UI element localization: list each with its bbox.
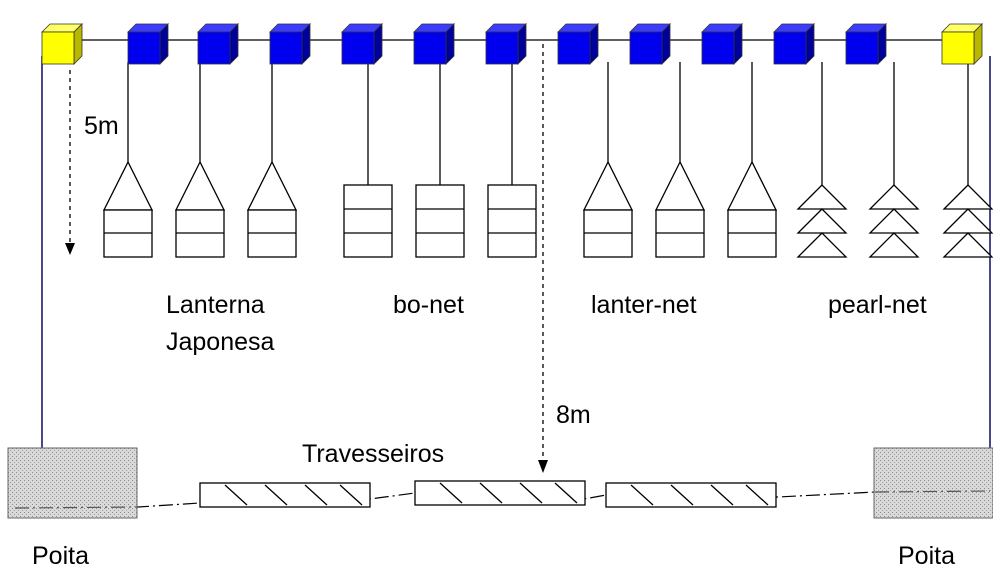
depth-label-5m: 5m: [84, 112, 119, 140]
depth-arrow-8m: [538, 44, 548, 473]
poita-label-left: Poita: [32, 542, 89, 570]
travesseiro: [199, 482, 371, 508]
float-buoy-yellow: [941, 23, 983, 65]
bottom-line-over-poita-right: [874, 490, 991, 493]
float-buoy-blue: [269, 23, 311, 65]
group-label-bonet: bo-net: [393, 291, 464, 319]
lanterna-net: [174, 62, 226, 258]
lanterna-net: [246, 62, 298, 258]
float-buoy-yellow: [41, 23, 83, 65]
lanterna-net: [102, 62, 154, 258]
group-label-lanterna-line2: Japonesa: [166, 328, 275, 356]
bonet-net: [343, 62, 393, 258]
float-buoy-blue: [701, 23, 743, 65]
group-label-lanternet: lanter-net: [591, 291, 697, 319]
travesseiros-label: Travesseiros: [302, 440, 444, 468]
depth-arrow-5m: [65, 70, 75, 255]
pearlnet-net: [942, 62, 993, 258]
bonet-net: [487, 62, 537, 258]
float-buoy-blue: [197, 23, 239, 65]
lanternet-net: [654, 62, 706, 258]
travesseiro: [605, 482, 777, 508]
depth-label-8m: 8m: [556, 401, 591, 429]
poita-block-right: [873, 447, 993, 519]
poita-label-right: Poita: [898, 542, 955, 570]
bonet-net: [415, 62, 465, 258]
nets-layer: [102, 62, 993, 258]
float-buoy-blue: [773, 23, 815, 65]
bottom-line-over-poita-left: [14, 506, 139, 509]
pearlnet-net: [796, 62, 848, 258]
float-buoy-blue: [845, 23, 887, 65]
float-buoy-blue: [629, 23, 671, 65]
group-label-lanterna-line1: Lanterna: [166, 291, 265, 319]
float-buoy-blue: [127, 23, 169, 65]
float-buoy-blue: [413, 23, 455, 65]
poita-block-left: [7, 447, 138, 519]
lanternet-net: [582, 62, 634, 258]
lanternet-net: [726, 62, 778, 258]
pearlnet-net: [868, 62, 920, 258]
float-buoy-blue: [485, 23, 527, 65]
float-buoy-blue: [341, 23, 383, 65]
float-buoy-blue: [557, 23, 599, 65]
group-label-pearlnet: pearl-net: [828, 291, 927, 319]
travesseiro: [414, 480, 586, 506]
floats-layer: [41, 23, 983, 65]
